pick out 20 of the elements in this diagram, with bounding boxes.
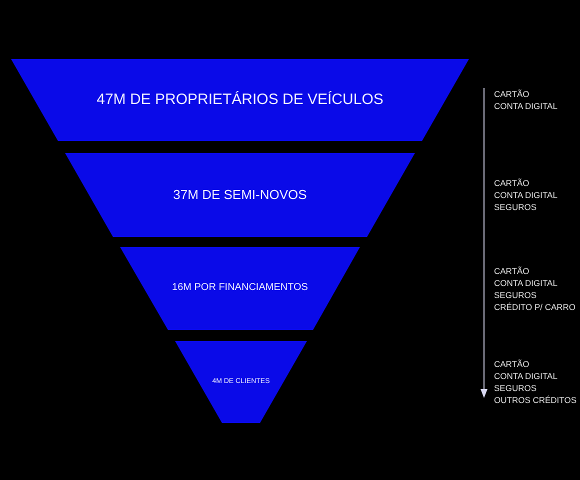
tier-label: 16M POR FINANCIAMENTOS: [172, 282, 308, 295]
benefit-item: CRÉDITO P/ CARRO: [494, 300, 576, 312]
benefit-item: CARTÃO: [494, 177, 530, 189]
funnel-tier: [11, 59, 469, 141]
benefit-item: CONTA DIGITAL: [494, 370, 558, 382]
benefit-item: CARTÃO: [494, 358, 530, 370]
benefit-item: SEGUROS: [494, 288, 537, 300]
benefit-item: CONTA DIGITAL: [494, 189, 558, 201]
benefit-item: CARTÃO: [494, 264, 530, 276]
tier-label: 37M DE SEMI-NOVOS: [173, 186, 307, 204]
benefit-item: CONTA DIGITAL: [494, 100, 558, 112]
funnel-tier: [175, 341, 307, 423]
benefit-item: CARTÃO: [494, 88, 530, 100]
benefit-item: CONTA DIGITAL: [494, 276, 558, 288]
benefit-item: SEGUROS: [494, 382, 537, 394]
tier-label: 47M DE PROPRIETÁRIOS DE VEÍCULOS: [96, 90, 384, 110]
benefit-item: SEGUROS: [494, 201, 537, 213]
benefit-item: OUTROS CRÉDITOS: [494, 394, 576, 406]
funnel-tier: [120, 247, 360, 330]
funnel-tier: [65, 153, 415, 237]
